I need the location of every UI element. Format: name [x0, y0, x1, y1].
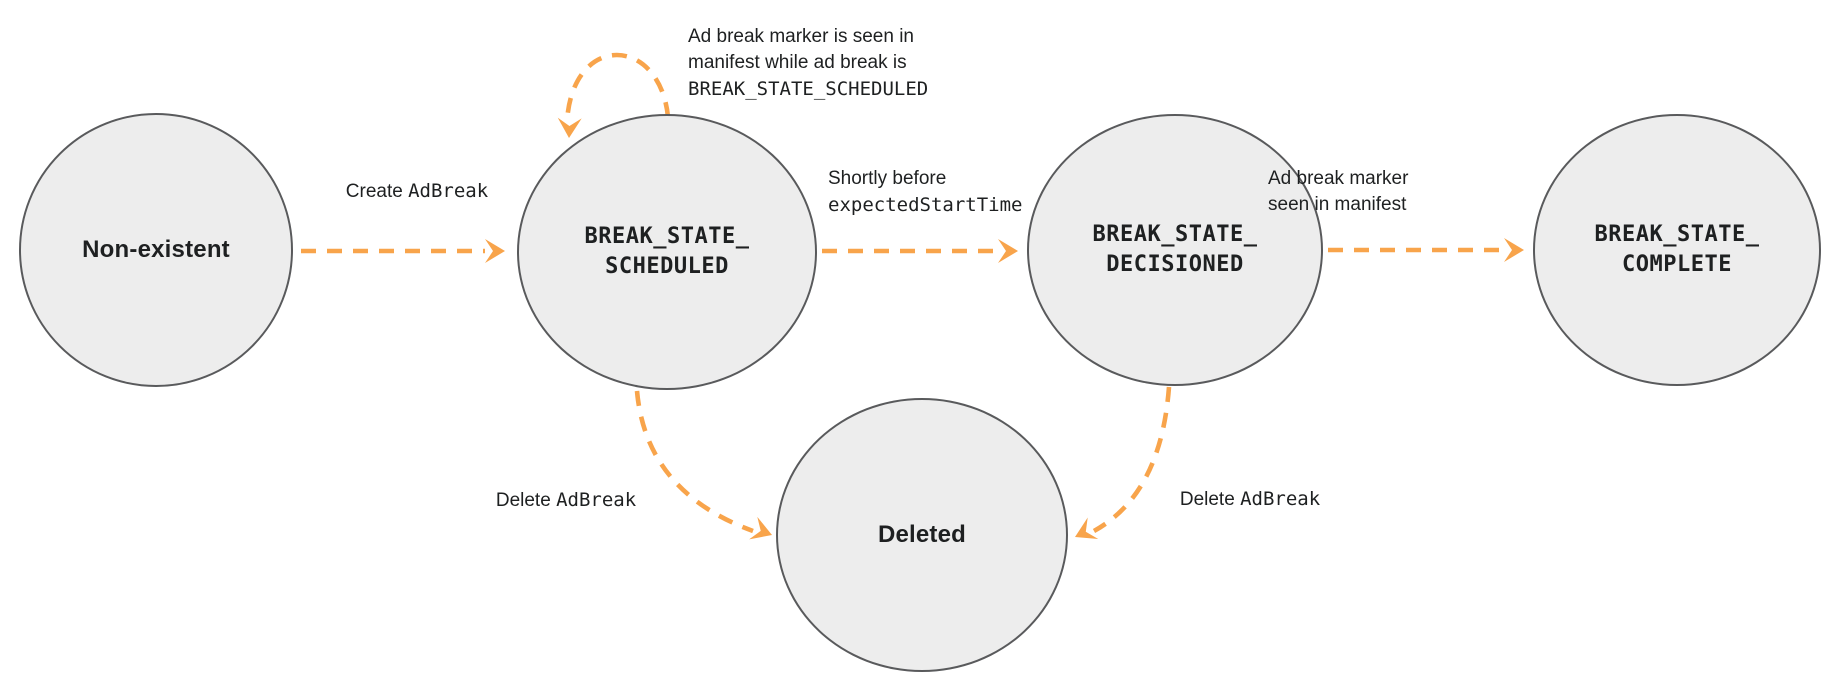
state-label-line2: SCHEDULED: [605, 254, 729, 279]
label-plain-text: Delete: [495, 490, 551, 511]
arrow-create: [301, 239, 505, 263]
transition-label-shortly-before: Shortly before expectedStartTime: [828, 166, 1022, 218]
state-non-existent: Non-existent: [19, 113, 293, 387]
label-mono-text: AdBreak: [408, 180, 489, 202]
arrow-marker-seen: [1328, 238, 1524, 262]
state-label-line1: BREAK_STATE_: [1594, 222, 1760, 247]
label-line1: Ad break marker is seen in: [688, 26, 914, 47]
label-line3-mono: BREAK_STATE_SCHEDULED: [688, 78, 929, 100]
label-mono-text: AdBreak: [1240, 488, 1321, 510]
transition-label-delete-adbreak-right: Delete AdBreak: [1150, 486, 1350, 513]
label-line2-mono: expectedStartTime: [828, 194, 1023, 216]
state-label: Non-existent: [82, 236, 230, 263]
state-break-state-complete: BREAK_STATE_ COMPLETE: [1533, 114, 1821, 386]
label-line1: Shortly before: [828, 168, 947, 189]
transition-label-selfloop: Ad break marker is seen in manifest whil…: [688, 24, 928, 102]
label-plain-text: Delete: [1179, 489, 1235, 510]
arrow-shortly: [822, 239, 1018, 263]
arrow-delete-left: [634, 390, 772, 540]
transition-label-marker-seen: Ad break marker seen in manifest: [1268, 166, 1408, 218]
label-line2: seen in manifest: [1268, 194, 1407, 215]
state-break-state-decisioned: BREAK_STATE_ DECISIONED: [1027, 114, 1323, 386]
arrow-delete-right: [1075, 386, 1172, 540]
state-break-state-scheduled: BREAK_STATE_ SCHEDULED: [517, 114, 817, 390]
transition-label-delete-adbreak-left: Delete AdBreak: [466, 487, 666, 514]
state-label-line2: COMPLETE: [1622, 252, 1732, 277]
transition-label-create-adbreak: Create AdBreak: [317, 178, 517, 205]
label-line2: manifest while ad break is: [688, 52, 907, 73]
state-label-line2: DECISIONED: [1106, 252, 1244, 277]
label-line1: Ad break marker: [1268, 168, 1409, 189]
state-label-line1: BREAK_STATE_: [584, 224, 750, 249]
state-label: Deleted: [877, 521, 967, 548]
state-deleted: Deleted: [776, 398, 1068, 672]
state-label-line1: BREAK_STATE_: [1092, 222, 1258, 247]
label-plain-text: Create: [345, 181, 403, 202]
label-mono-text: AdBreak: [556, 489, 637, 511]
